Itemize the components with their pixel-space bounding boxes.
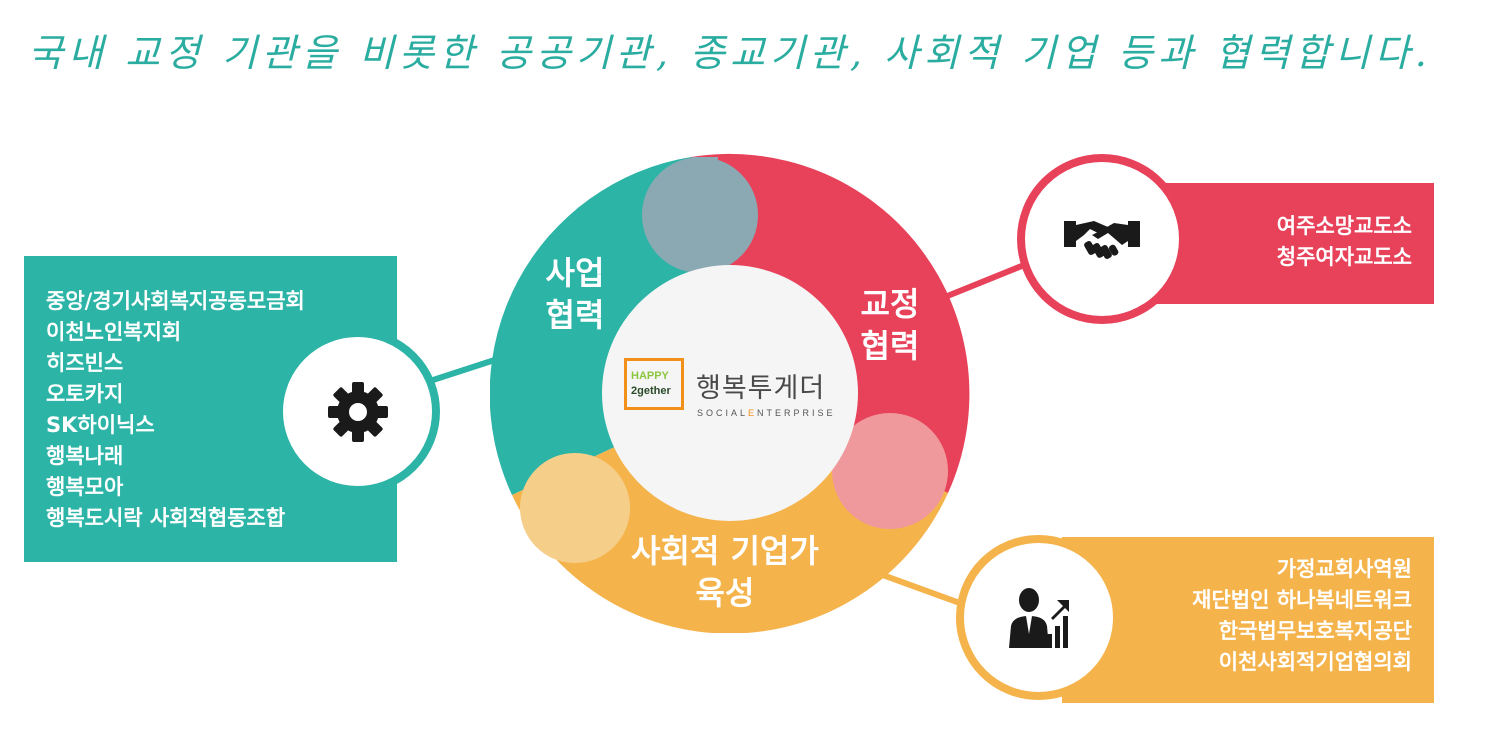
partner-item: 행복도시락 사회적협동조합	[46, 506, 286, 530]
logo-name-english: SOCIALENTERPRISE	[697, 408, 836, 418]
partner-item: 청주여자교도소	[1276, 245, 1412, 269]
partner-item: 가정교회사역원	[1276, 557, 1412, 581]
gear-icon-circle	[275, 329, 440, 494]
ring-label-line: 육성	[695, 574, 755, 612]
ring-label-business: 사업 협력	[520, 252, 630, 336]
partner-item: 재단법인 하나복네트워크	[1192, 588, 1412, 612]
business-growth-icon-circle	[956, 535, 1121, 700]
partner-item: 히즈빈스	[46, 351, 124, 375]
ring-label-correction: 교정 협력	[835, 283, 945, 367]
business-growth-icon	[1008, 587, 1069, 648]
center-logo: HAPPY 2gether 행복투게더 SOCIALENTERPRISE	[624, 358, 834, 420]
partner-item: 행복나래	[46, 444, 124, 468]
partner-item: 중앙/경기사회복지공동모금회	[46, 289, 305, 313]
ring-label-social-enterprise: 사회적 기업가 육성	[590, 530, 860, 614]
ring-overlap-right-disc	[832, 413, 948, 529]
headline: 국내 교정 기관을 비롯한 공공기관, 종교기관, 사회적 기업 등과 협력합니…	[28, 31, 1432, 75]
partner-item: SK하이닉스	[46, 413, 155, 437]
handshake-icon-circle	[1017, 154, 1187, 324]
ring-center-disc	[602, 265, 858, 521]
partner-item: 오토카지	[46, 382, 124, 406]
partner-item: 한국법무보호복지공단	[1218, 619, 1412, 643]
ring-label-line: 협력	[860, 327, 920, 365]
partner-item: 이천사회적기업협의회	[1218, 650, 1412, 674]
handshake-icon	[1064, 221, 1140, 259]
partner-item: 이천노인복지회	[46, 320, 182, 344]
logo-mark: HAPPY 2gether	[624, 358, 684, 410]
gear-icon	[327, 381, 388, 442]
ring-label-line: 사업	[545, 254, 605, 292]
logo-mark-line1: HAPPY	[631, 370, 669, 382]
partner-item: 행복모아	[46, 475, 124, 499]
ring-svg	[489, 153, 970, 634]
ring-label-line: 협력	[545, 296, 605, 334]
ring-label-line: 교정	[860, 285, 920, 323]
partner-item: 여주소망교도소	[1276, 214, 1412, 238]
partner-box-social-enterprise: 가정교회사역원 재단법인 하나복네트워크 한국법무보호복지공단 이천사회적기업협…	[1062, 537, 1434, 703]
cooperation-ring	[489, 153, 970, 634]
ring-label-line: 사회적 기업가	[631, 532, 819, 570]
ring-overlap-top-disc	[642, 157, 758, 273]
logo-name-korean: 행복투게더	[696, 373, 826, 404]
logo-mark-line2: 2gether	[631, 385, 671, 397]
ring-overlap-left-disc	[520, 453, 630, 563]
